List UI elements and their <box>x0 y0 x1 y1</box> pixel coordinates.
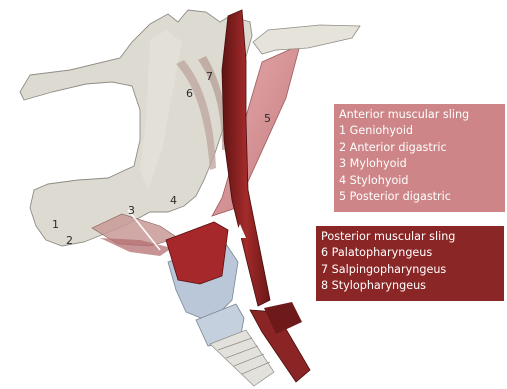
legend-item: 2 Anterior digastric <box>339 140 505 156</box>
legend-item: 7 Salpingopharyngeus <box>321 262 504 278</box>
label-6: 6 <box>186 87 193 100</box>
label-7: 7 <box>206 70 213 83</box>
posterior-sling-legend: Posterior muscular sling 6 Palatopharyng… <box>316 226 504 301</box>
legend-item: 8 Stylopharyngeus <box>321 278 504 294</box>
legend-item: 1 Geniohyoid <box>339 123 505 139</box>
legend-item: 3 Mylohyoid <box>339 156 505 172</box>
label-8: 8 <box>226 212 233 225</box>
legend-title: Posterior muscular sling <box>321 229 504 245</box>
legend-item: 5 Posterior digastric <box>339 189 505 205</box>
label-4: 4 <box>170 194 177 207</box>
label-3: 3 <box>128 204 135 217</box>
legend-item: 4 Stylohyoid <box>339 173 505 189</box>
anterior-sling-legend: Anterior muscular sling 1 Geniohyoid 2 A… <box>334 104 505 212</box>
legend-title: Anterior muscular sling <box>339 107 505 123</box>
label-5: 5 <box>264 112 271 125</box>
label-2: 2 <box>66 234 73 247</box>
legend-item: 6 Palatopharyngeus <box>321 245 504 261</box>
styloid-process-bone <box>253 25 360 54</box>
label-1: 1 <box>52 218 59 231</box>
